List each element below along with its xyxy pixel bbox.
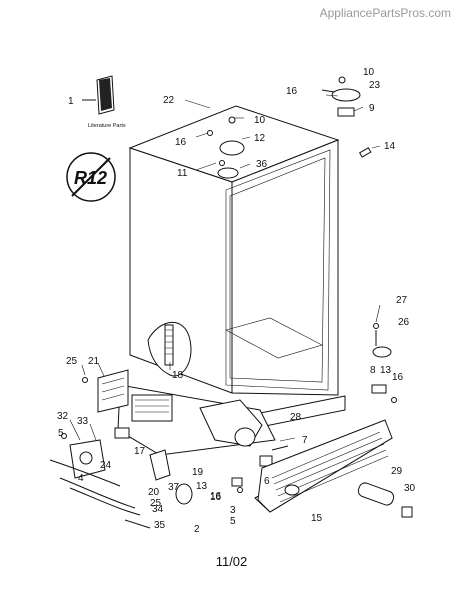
callout-13b: 13 bbox=[196, 481, 208, 492]
valve-fitting[interactable] bbox=[114, 427, 193, 505]
callout-11: 11 bbox=[177, 168, 188, 179]
callout-28: 28 bbox=[290, 412, 302, 423]
callout-5b: 5 bbox=[230, 516, 236, 527]
callout-35: 35 bbox=[154, 520, 166, 531]
cord-assembly[interactable] bbox=[49, 459, 151, 529]
callout-16b: 16 bbox=[175, 137, 187, 148]
callout-20: 20 bbox=[148, 487, 160, 498]
callout-21: 21 bbox=[88, 356, 100, 367]
callout-1: 1 bbox=[68, 96, 74, 107]
callout-26: 26 bbox=[398, 317, 410, 328]
callout-12: 12 bbox=[254, 133, 266, 144]
leveling-assembly-right[interactable] bbox=[372, 323, 392, 358]
callout-14: 14 bbox=[384, 141, 396, 152]
callout-16c: 16 bbox=[392, 372, 404, 383]
callout-3: 3 bbox=[230, 505, 236, 516]
damper-29[interactable] bbox=[357, 481, 396, 506]
cabinet[interactable] bbox=[128, 105, 346, 433]
center-hinge[interactable] bbox=[207, 116, 245, 179]
callout-13: 13 bbox=[380, 365, 392, 376]
grommet-13-16[interactable] bbox=[231, 477, 243, 493]
callout-30: 30 bbox=[404, 483, 416, 494]
literature-parts-label: Literature Parts bbox=[88, 123, 126, 129]
callout-25: 25 bbox=[66, 356, 78, 367]
callout-16: 16 bbox=[286, 86, 298, 97]
callout-27: 27 bbox=[396, 295, 408, 306]
callout-2: 2 bbox=[194, 524, 200, 535]
callout-34: 34 bbox=[152, 504, 164, 515]
callout-24: 24 bbox=[100, 460, 112, 471]
literature-booklet[interactable] bbox=[82, 75, 115, 115]
callout-16d: 16 bbox=[210, 491, 222, 502]
callout-17: 17 bbox=[134, 446, 146, 457]
callout-25b: 25 bbox=[150, 498, 162, 509]
callout-labels: 1 22 10 23 16 9 16 10 12 14 11 36 27 26 … bbox=[57, 67, 416, 535]
leader-lines bbox=[69, 94, 381, 442]
callout-15: 15 bbox=[311, 513, 323, 524]
side-bracket-left[interactable] bbox=[82, 369, 129, 413]
refrigerant-logo: R12 bbox=[66, 152, 116, 202]
callout-7: 7 bbox=[302, 435, 308, 446]
callout-37: 37 bbox=[168, 482, 180, 493]
callout-22: 22 bbox=[163, 95, 175, 106]
callout-10b: 10 bbox=[254, 115, 266, 126]
callout-9: 9 bbox=[369, 103, 375, 114]
callout-36: 36 bbox=[256, 159, 268, 170]
callout-19: 19 bbox=[192, 467, 204, 478]
revision-date: 11/02 bbox=[215, 554, 248, 569]
callout-10: 10 bbox=[363, 67, 375, 78]
toe-grille[interactable] bbox=[254, 419, 393, 513]
machine-compartment[interactable] bbox=[117, 384, 276, 456]
bottom-hinge-left[interactable] bbox=[61, 433, 106, 479]
callout-33: 33 bbox=[77, 416, 89, 427]
callout-5: 5 bbox=[58, 428, 64, 439]
callout-8: 8 bbox=[370, 365, 376, 376]
bracket-right[interactable] bbox=[371, 384, 397, 403]
callout-6: 6 bbox=[264, 476, 270, 487]
callout-32: 32 bbox=[57, 411, 69, 422]
clip-part-14[interactable] bbox=[358, 147, 372, 158]
drain-tube[interactable] bbox=[147, 321, 192, 377]
callout-16e: 16 bbox=[210, 492, 222, 503]
callout-4: 4 bbox=[78, 473, 84, 484]
top-hinge-right[interactable] bbox=[321, 76, 361, 117]
site-watermark: AppliancePartsPros.com bbox=[319, 6, 451, 20]
callout-29: 29 bbox=[391, 466, 403, 477]
callout-18: 18 bbox=[172, 370, 184, 381]
callout-23: 23 bbox=[369, 80, 381, 91]
clip-30[interactable] bbox=[401, 506, 413, 518]
